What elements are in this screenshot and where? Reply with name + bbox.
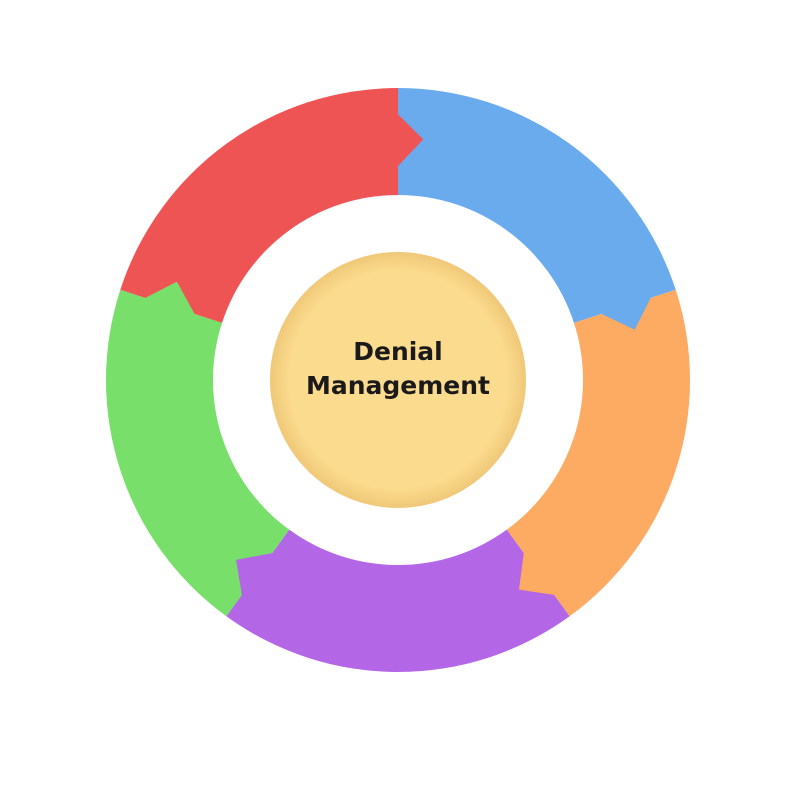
center-circle bbox=[270, 252, 526, 508]
segment-arrow-tip-purple bbox=[236, 552, 275, 599]
segment-arrow-tip-green bbox=[142, 281, 196, 317]
center-title-line1: Denial bbox=[353, 337, 443, 366]
segment-green bbox=[106, 289, 290, 617]
segment-blue bbox=[398, 88, 676, 323]
segment-purple bbox=[226, 529, 570, 672]
segment-orange bbox=[506, 289, 690, 617]
center-title: Denial Management bbox=[270, 335, 526, 403]
segment-arrow-tip-blue bbox=[599, 294, 653, 330]
segment-arrow-tip-orange bbox=[519, 550, 558, 596]
segment-red bbox=[120, 88, 398, 323]
center-title-line2: Management bbox=[305, 371, 491, 400]
segment-arrow-tip-red bbox=[395, 112, 424, 169]
